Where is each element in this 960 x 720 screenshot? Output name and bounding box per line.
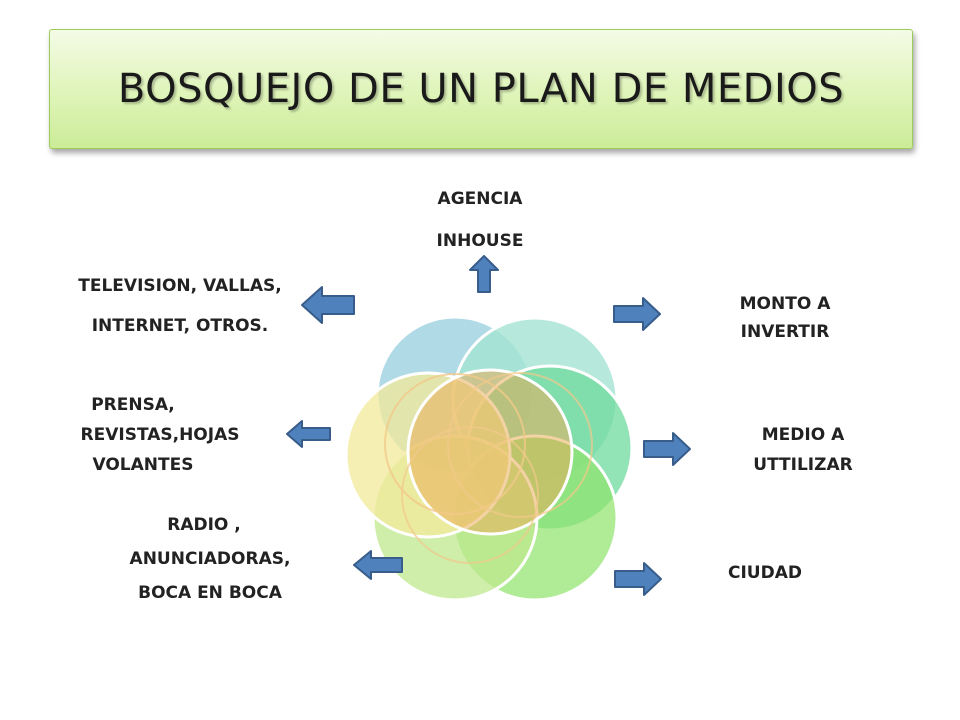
- overlapping-circles: [344, 315, 634, 602]
- label-line: MEDIO A: [761, 425, 845, 445]
- circle-center-ring-a: [384, 373, 526, 515]
- label-ciudad: CIUDAD: [700, 558, 830, 588]
- label-line: BOCA EN BOCA: [138, 583, 282, 603]
- label-line: VOLANTES: [92, 455, 194, 475]
- label-line: INVERTIR: [740, 322, 830, 342]
- label-line: RADIO ,: [167, 515, 241, 535]
- label-line: MONTO A: [739, 294, 831, 314]
- circle-center-ring-b: [447, 372, 593, 518]
- arrow-left-icon: [286, 420, 331, 448]
- label-line: UTTILIZAR: [753, 455, 853, 475]
- label-line: AGENCIA: [437, 189, 523, 209]
- label-monto: MONTO A INVERTIR: [700, 290, 870, 346]
- page-title: BOSQUEJO DE UN PLAN DE MEDIOS: [117, 66, 845, 112]
- arrow-left-icon: [353, 550, 403, 580]
- label-line: TELEVISION, VALLAS,: [78, 276, 282, 296]
- arrows: [286, 255, 691, 596]
- arrow-up-icon: [469, 255, 499, 293]
- label-radio: RADIO , ANUNCIADORAS, BOCA EN BOCA: [100, 508, 320, 610]
- circle-center-ring-c: [401, 426, 539, 564]
- arrow-right-icon: [643, 432, 691, 466]
- label-television: TELEVISION, VALLAS, INTERNET, OTROS.: [30, 266, 330, 346]
- arrow-right-icon: [614, 562, 662, 596]
- label-agencia: AGENCIA INHOUSE: [395, 178, 565, 262]
- label-line: ANUNCIADORAS,: [129, 549, 291, 569]
- label-line: REVISTAS,HOJAS: [80, 425, 240, 445]
- circle-center: [406, 368, 574, 536]
- arrow-left-icon: [301, 286, 355, 324]
- label-line: INTERNET, OTROS.: [91, 316, 269, 336]
- title-box: BOSQUEJO DE UN PLAN DE MEDIOS: [49, 29, 913, 149]
- label-line: INHOUSE: [436, 231, 524, 251]
- label-line: PRENSA,: [91, 395, 175, 415]
- label-medio: MEDIO A UTTILIZAR: [718, 420, 888, 480]
- label-prensa: PRENSA, REVISTAS,HOJAS VOLANTES: [60, 390, 260, 480]
- arrow-right-icon: [613, 297, 661, 331]
- label-line: CIUDAD: [728, 563, 802, 583]
